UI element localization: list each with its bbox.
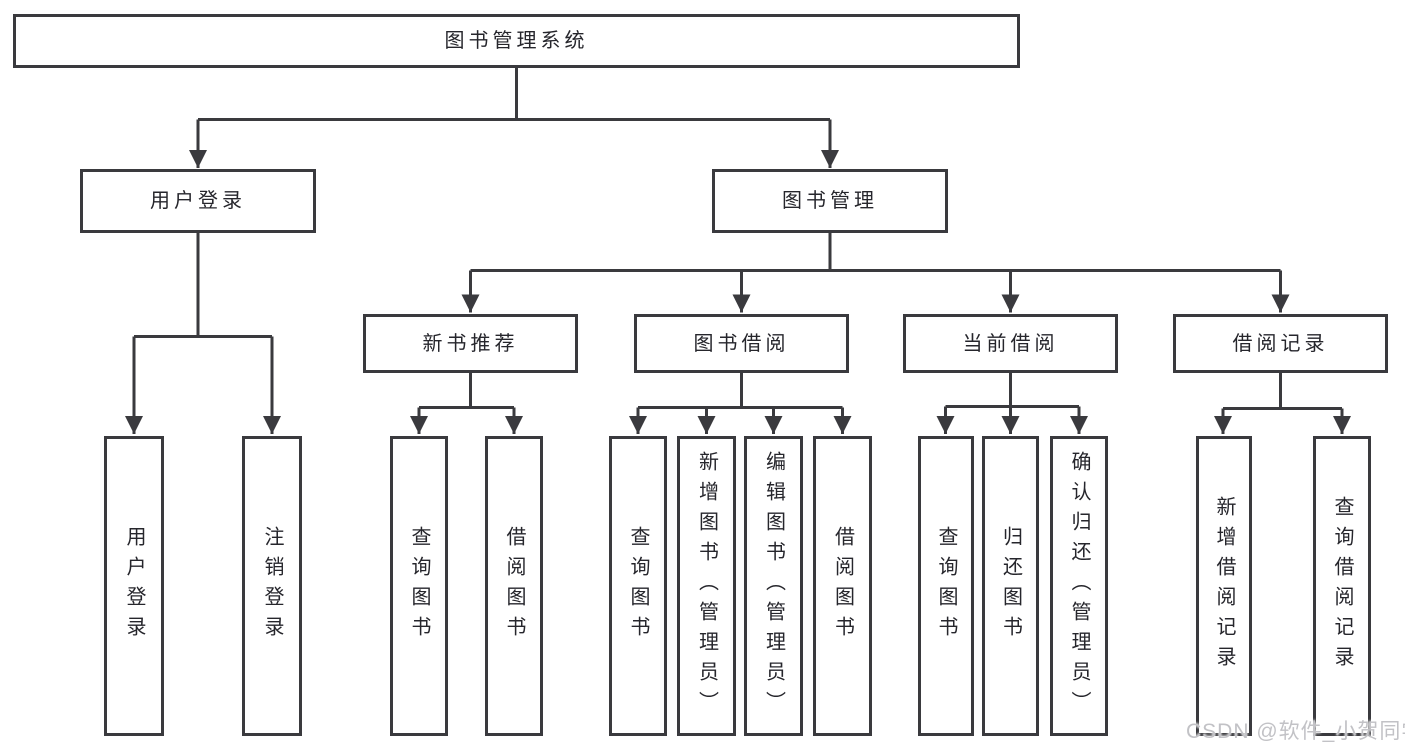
leaf-query-borrow-record-label: 查询借阅记录 bbox=[1331, 496, 1353, 676]
connector-new-book-children bbox=[410, 373, 523, 434]
leaf-add-borrow-record-label: 新增借阅记录 bbox=[1213, 496, 1235, 676]
leaf-borrow-books: 借阅图书 bbox=[813, 436, 872, 736]
node-new-book-recommend: 新书推荐 bbox=[363, 314, 578, 373]
leaf-borrow-books-label: 借阅图书 bbox=[831, 526, 854, 646]
connector-current-borrow-children bbox=[936, 373, 1088, 434]
node-book-management-label: 图书管理 bbox=[782, 190, 878, 212]
connector-book-borrow-children bbox=[629, 373, 852, 434]
node-current-borrow: 当前借阅 bbox=[903, 314, 1118, 373]
leaf-return-books: 归还图书 bbox=[982, 436, 1039, 736]
leaf-confirm-return-admin: 确认归还（管理员） bbox=[1050, 436, 1108, 736]
connector-user-login-children bbox=[125, 233, 281, 434]
leaf-query-books-recommend-label: 查询图书 bbox=[408, 526, 430, 646]
connector-borrow-record-children bbox=[1214, 373, 1351, 434]
node-book-borrow-label: 图书借阅 bbox=[693, 332, 790, 355]
leaf-query-books-borrow: 查询图书 bbox=[609, 436, 667, 736]
leaf-add-books-admin: 新增图书（管理员） bbox=[677, 436, 736, 736]
csdn-watermark: CSDN @软件_小贺同学 bbox=[1186, 720, 1405, 743]
leaf-query-books-borrow-label: 查询图书 bbox=[627, 526, 649, 646]
leaf-user-login: 用户登录 bbox=[104, 436, 164, 736]
leaf-query-books-recommend: 查询图书 bbox=[390, 436, 448, 736]
node-new-book-recommend-label: 新书推荐 bbox=[422, 332, 519, 355]
node-user-login: 用户登录 bbox=[80, 169, 316, 233]
connector-root-to-level2 bbox=[189, 67, 839, 168]
node-current-borrow-label: 当前借阅 bbox=[962, 332, 1059, 355]
leaf-add-borrow-record: 新增借阅记录 bbox=[1196, 436, 1252, 736]
node-user-login-label: 用户登录 bbox=[150, 190, 246, 212]
node-book-borrow: 图书借阅 bbox=[634, 314, 849, 373]
leaf-query-books-current: 查询图书 bbox=[918, 436, 974, 736]
leaf-edit-books-admin: 编辑图书（管理员） bbox=[744, 436, 803, 736]
leaf-logout-label: 注销登录 bbox=[261, 526, 283, 646]
leaf-confirm-return-admin-label: 确认归还（管理员） bbox=[1068, 451, 1090, 721]
connector-book-management-children bbox=[461, 233, 1290, 313]
leaf-return-books-label: 归还图书 bbox=[999, 526, 1022, 646]
leaf-edit-books-admin-label: 编辑图书（管理员） bbox=[762, 451, 785, 721]
leaf-add-books-admin-label: 新增图书（管理员） bbox=[695, 451, 718, 721]
node-borrow-record: 借阅记录 bbox=[1173, 314, 1388, 373]
leaf-query-borrow-record: 查询借阅记录 bbox=[1313, 436, 1371, 736]
node-root-system: 图书管理系统 bbox=[13, 14, 1020, 68]
node-borrow-record-label: 借阅记录 bbox=[1232, 332, 1329, 355]
leaf-query-books-current-label: 查询图书 bbox=[935, 526, 957, 646]
node-root-system-label: 图书管理系统 bbox=[444, 30, 589, 52]
leaf-borrow-books-recommend: 借阅图书 bbox=[485, 436, 543, 736]
leaf-logout: 注销登录 bbox=[242, 436, 302, 736]
node-book-management: 图书管理 bbox=[712, 169, 948, 233]
leaf-borrow-books-recommend-label: 借阅图书 bbox=[503, 526, 525, 646]
leaf-user-login-label: 用户登录 bbox=[123, 526, 145, 646]
